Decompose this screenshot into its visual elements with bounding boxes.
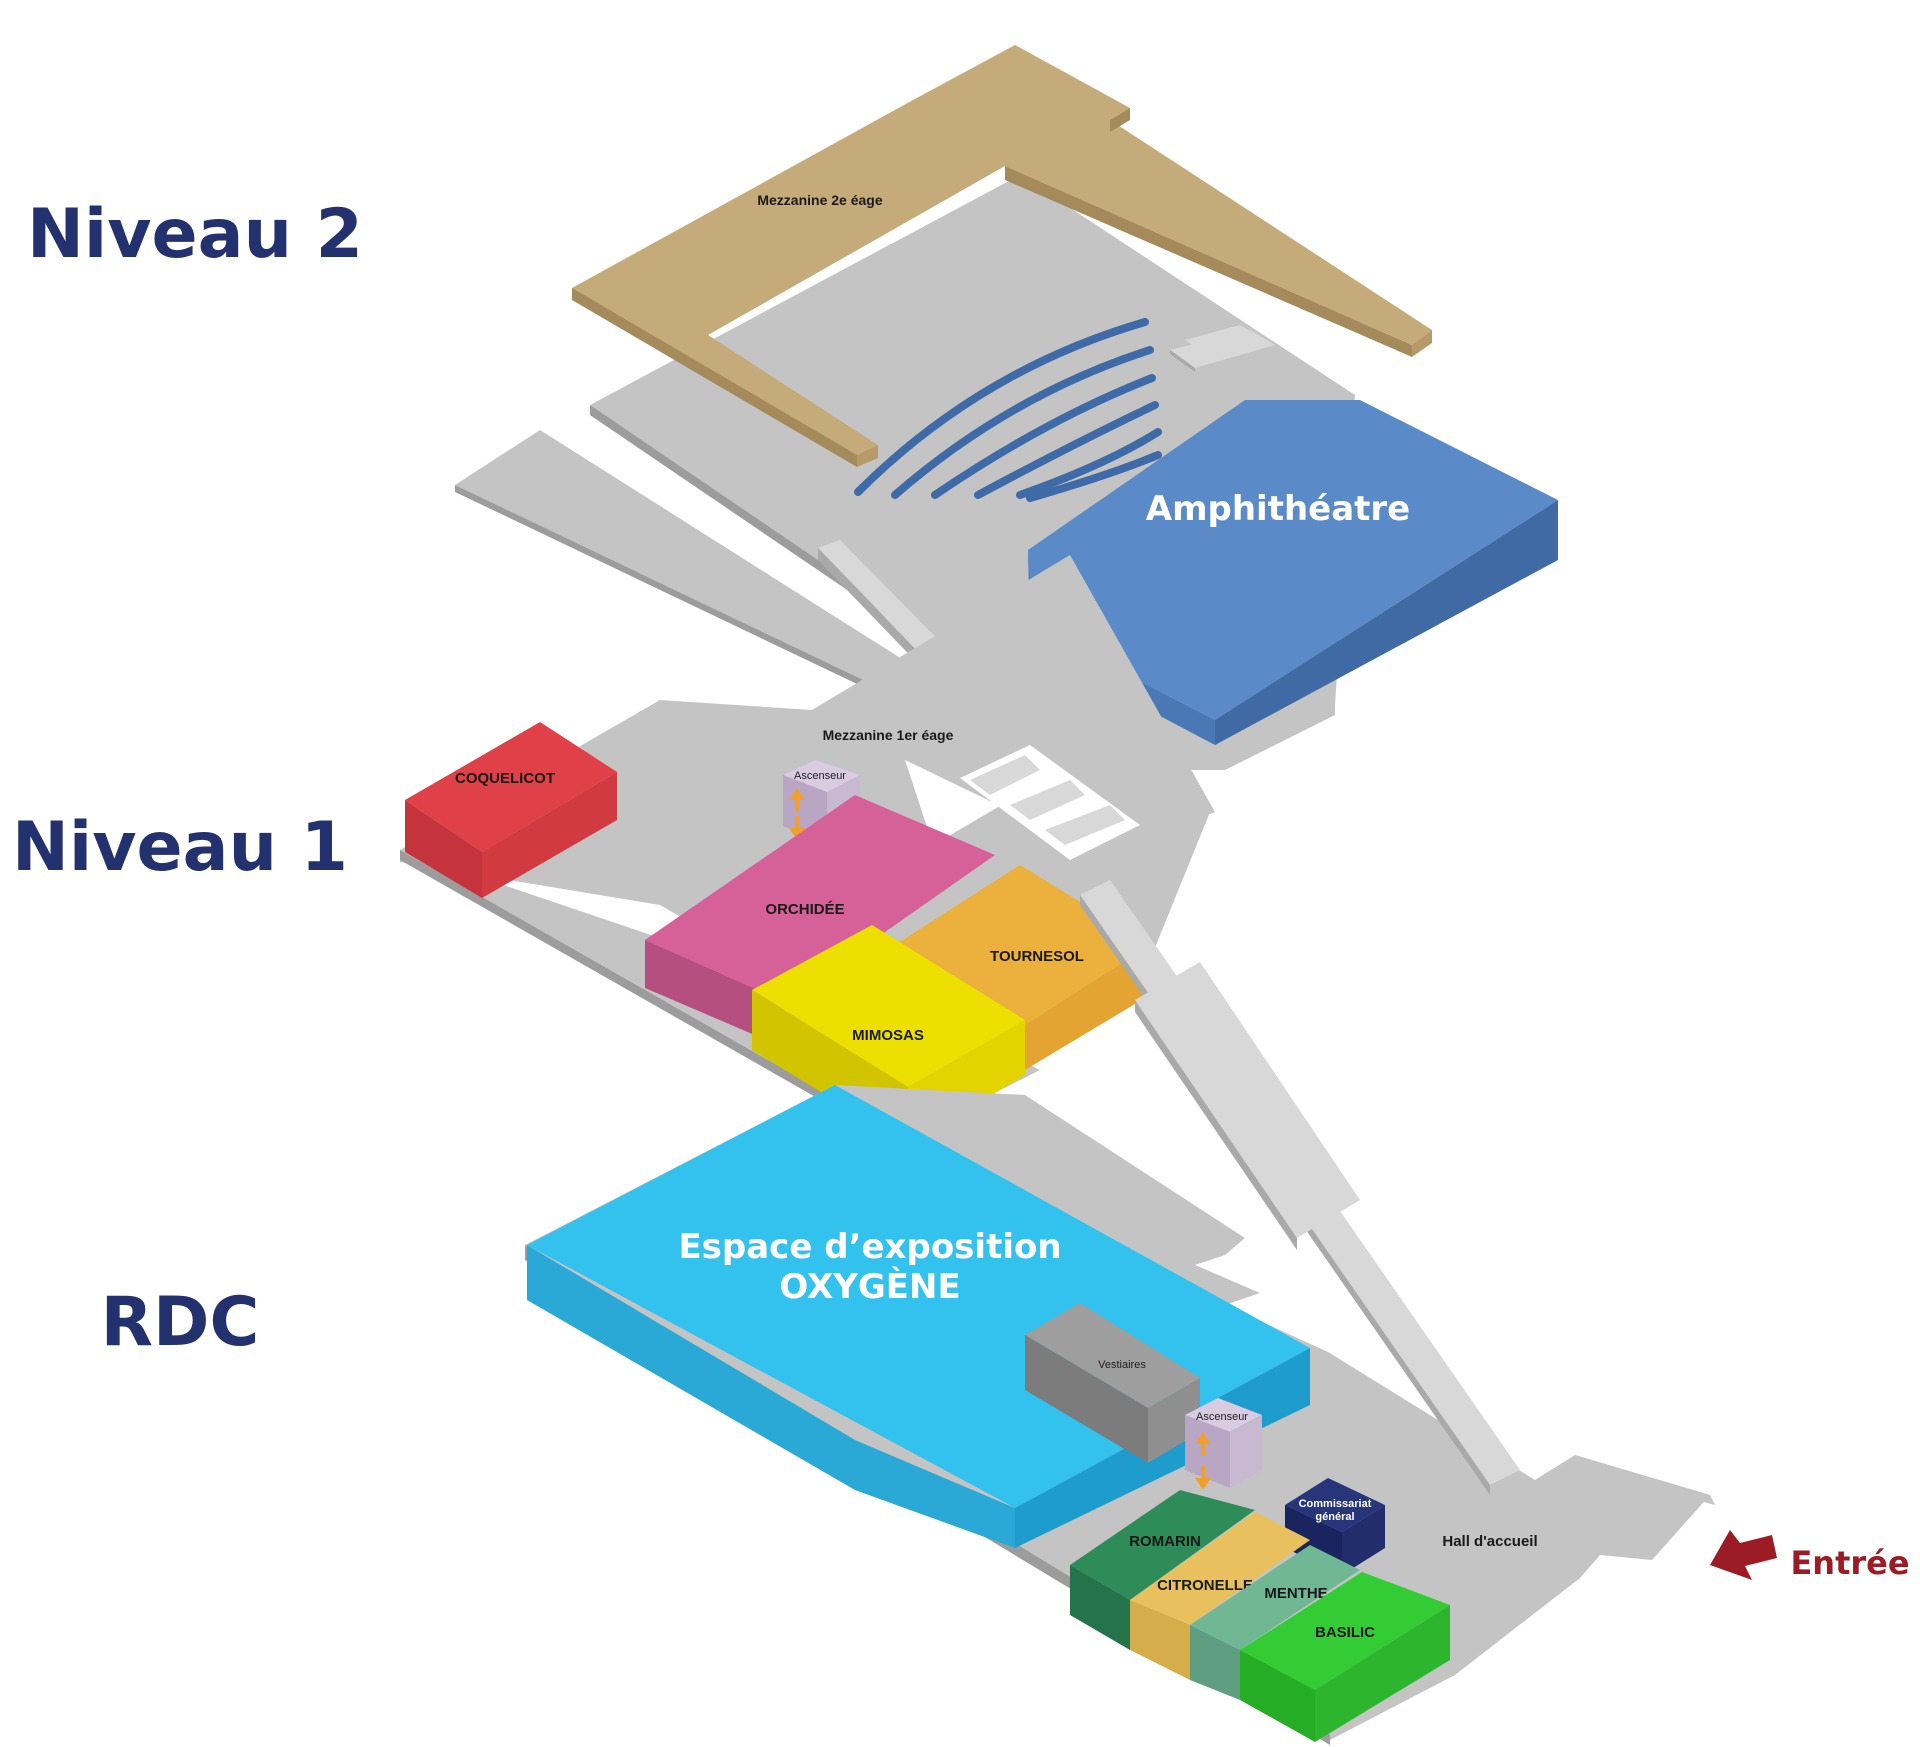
staircase-1-to-rdc [1080, 880, 1520, 1495]
room-commissariat: Commissariat général [1285, 1478, 1385, 1575]
room-romarin: ROMARIN [1070, 1490, 1255, 1650]
ascenseur-1-label: Ascenseur [794, 770, 846, 782]
room-menthe: MENTHE [1190, 1545, 1360, 1700]
coquelicot-label: COQUELICOT [455, 770, 555, 787]
tournesol-label: TOURNESOL [990, 948, 1084, 965]
level-niveau-2-label: Niveau 2 [27, 195, 363, 274]
room-vestiaires: Vestiaires [1025, 1303, 1200, 1463]
menthe-label: MENTHE [1264, 1585, 1327, 1602]
amphitheatre-label: Amphithéatre [1146, 489, 1410, 529]
seating-rows [854, 318, 1162, 502]
entree-label: Entrée [1790, 1544, 1909, 1582]
mezzanine-1-label: Mezzanine 1er éage [823, 727, 954, 743]
room-basilic: BASILIC [1240, 1572, 1450, 1742]
mezzanine-2-label: Mezzanine 2e éage [757, 192, 882, 208]
room-orchidee: ORCHIDÉE [645, 795, 995, 1048]
mimosas-label: MIMOSAS [852, 1027, 924, 1044]
romarin-label: ROMARIN [1129, 1533, 1201, 1550]
citronelle-label: CITRONELLE [1157, 1577, 1253, 1594]
niveau-1: Mezzanine 1er éage COQUELICOT Ascenseur … [400, 555, 1215, 1148]
level-rdc-label: RDC [101, 1283, 260, 1362]
commissariat-label-line1: Commissariat [1299, 1498, 1372, 1510]
elevator-rdc: Ascenseur [1185, 1398, 1262, 1490]
level-niveau-1-label: Niveau 1 [12, 808, 348, 887]
oxygene-label-line1: Espace d’exposition [678, 1227, 1061, 1267]
hall-accueil-label: Hall d'accueil [1442, 1533, 1537, 1550]
room-tournesol: TOURNESOL [895, 865, 1150, 1070]
orchidee-label: ORCHIDÉE [765, 901, 844, 918]
vestiaires-label: Vestiaires [1098, 1359, 1146, 1371]
commissariat-label-line2: général [1315, 1511, 1354, 1523]
room-citronelle: CITRONELLE [1130, 1512, 1310, 1680]
mezzanine-2-tan: Mezzanine 2e éage [572, 45, 1432, 467]
staircase-niveau-2 [1170, 325, 1275, 372]
basilic-label: BASILIC [1315, 1624, 1375, 1641]
rdc: Espace d’exposition OXYGÈNE Vestiaires A… [525, 880, 1910, 1745]
stair-opening-niveau-1 [960, 745, 1140, 860]
oxygene-label-line2: OXYGÈNE [779, 1266, 960, 1307]
elevator-rdc-arrows-icon [1195, 1432, 1211, 1490]
entrance-arrow-icon [1710, 1530, 1777, 1580]
ascenseur-rdc-label: Ascenseur [1196, 1411, 1248, 1423]
amphitheatre-block: Amphithéatre [1028, 400, 1558, 745]
room-coquelicot: COQUELICOT [405, 722, 617, 898]
